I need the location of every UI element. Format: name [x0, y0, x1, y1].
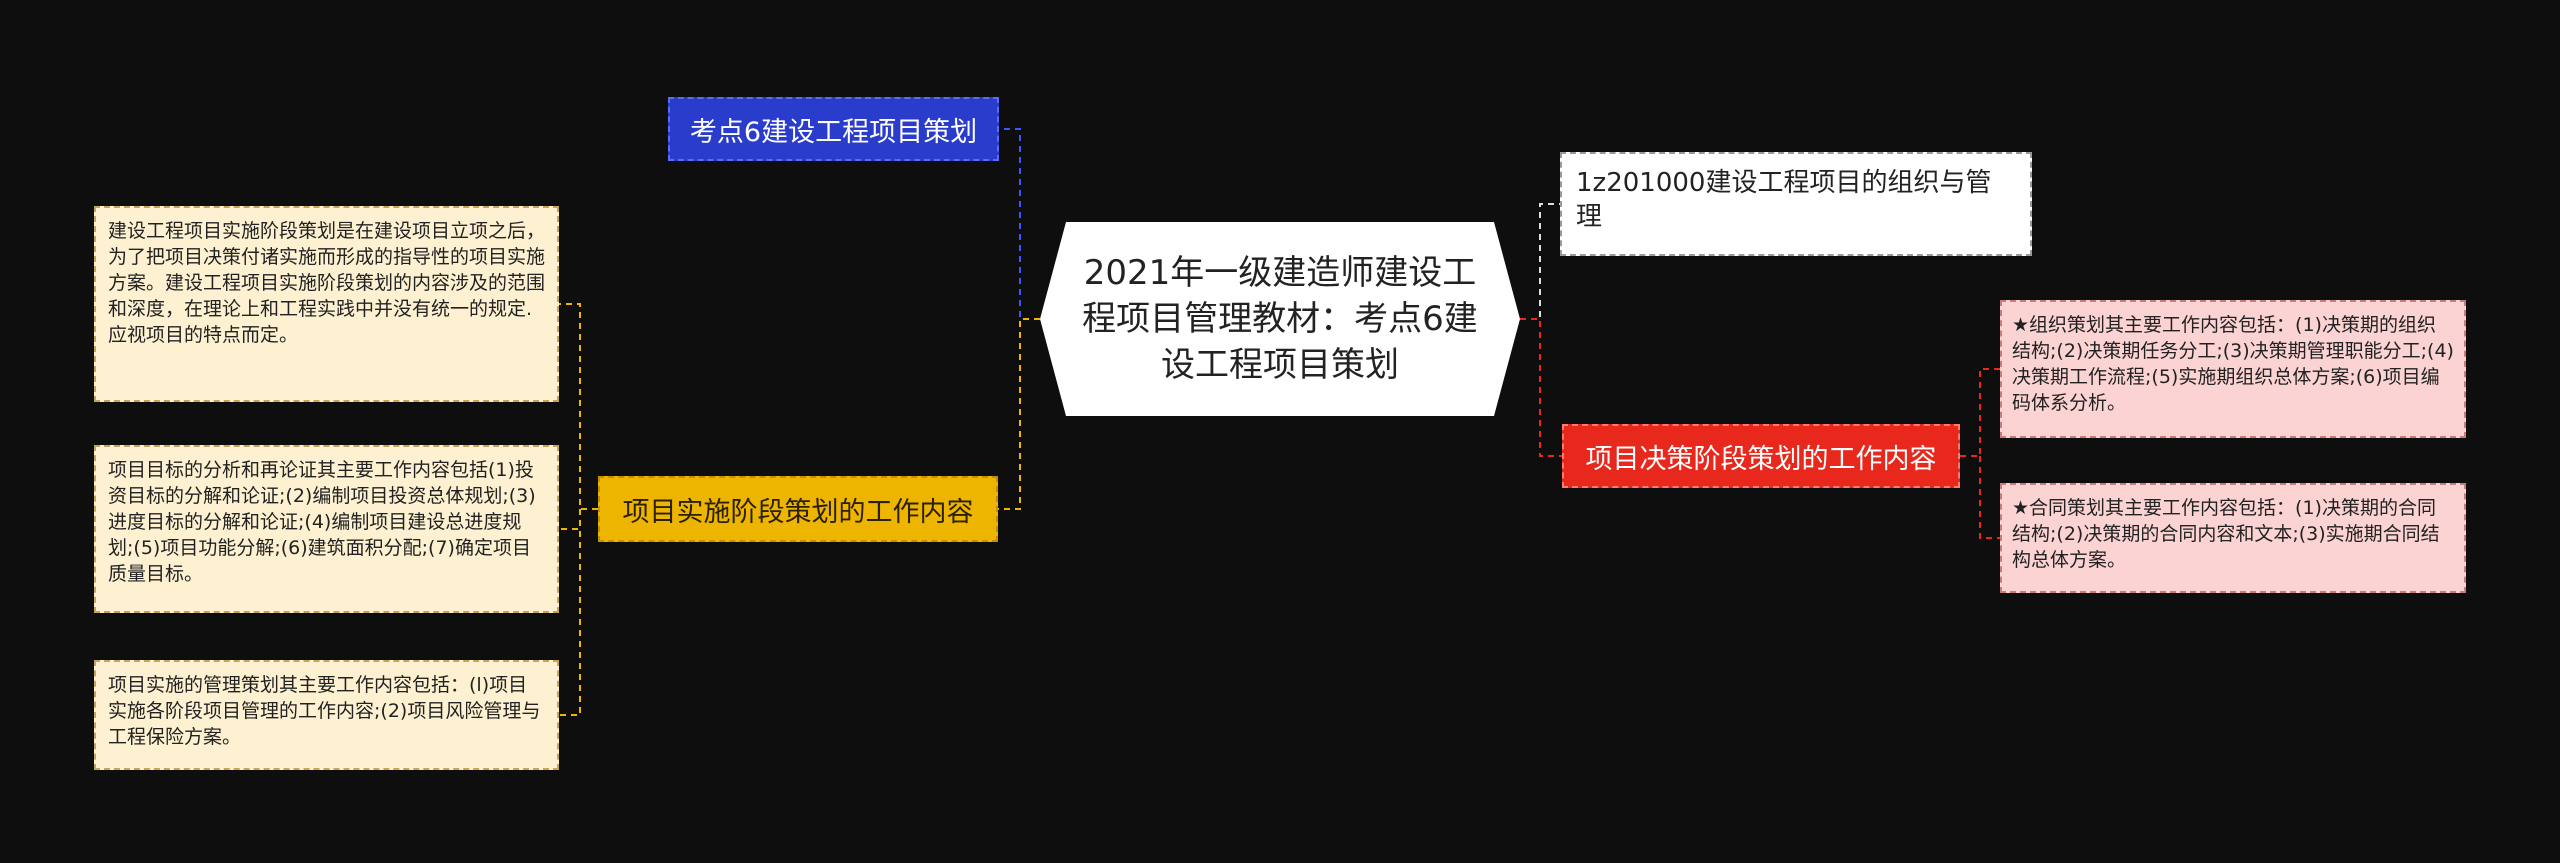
topic-decision[interactable]: 项目决策阶段策划的工作内容 [1562, 424, 1960, 488]
decision-note-2[interactable]: ★合同策划其主要工作内容包括：(1)决策期的合同结构;(2)决策期的合同内容和文… [2000, 483, 2466, 593]
topic-organization[interactable]: 1z201000建设工程项目的组织与管理 [1560, 152, 2032, 256]
central-topic-label: 2021年一级建造师建设工程项目管理教材：考点6建设工程项目策划 [1082, 253, 1478, 385]
topic-implementation-label: 项目实施阶段策划的工作内容 [622, 496, 974, 528]
decision-note-1[interactable]: ★组织策划其主要工作内容包括：(1)决策期的组织结构;(2)决策期任务分工;(3… [2000, 300, 2466, 438]
central-topic[interactable]: 2021年一级建造师建设工程项目管理教材：考点6建设工程项目策划 [1040, 222, 1520, 416]
topic-strategy-label: 考点6建设工程项目策划 [689, 116, 978, 148]
implementation-note-1[interactable]: 建设工程项目实施阶段策划是在建设项目立项之后，为了把项目决策付诸实施而形成的指导… [94, 206, 559, 402]
topic-organization-label: 1z201000建设工程项目的组织与管理 [1576, 168, 1992, 232]
connector-center-org [1520, 203, 1560, 320]
connector-center-impl [998, 318, 1040, 510]
implementation-note-3-text: 项目实施的管理策划其主要工作内容包括：(l)项目实施各阶段项目管理的工作内容;(… [108, 674, 541, 748]
implementation-note-2[interactable]: 项目目标的分析和再论证其主要工作内容包括(1)投资目标的分解和论证;(2)编制项… [94, 445, 559, 613]
topic-implementation[interactable]: 项目实施阶段策划的工作内容 [598, 476, 998, 542]
implementation-note-1-text: 建设工程项目实施阶段策划是在建设项目立项之后，为了把项目决策付诸实施而形成的指导… [108, 220, 546, 346]
implementation-note-3[interactable]: 项目实施的管理策划其主要工作内容包括：(l)项目实施各阶段项目管理的工作内容;(… [94, 660, 559, 770]
decision-note-1-text: ★组织策划其主要工作内容包括：(1)决策期的组织结构;(2)决策期任务分工;(3… [2012, 314, 2454, 414]
implementation-note-2-text: 项目目标的分析和再论证其主要工作内容包括(1)投资目标的分解和论证;(2)编制项… [108, 459, 536, 585]
decision-note-2-text: ★合同策划其主要工作内容包括：(1)决策期的合同结构;(2)决策期的合同内容和文… [2012, 497, 2440, 571]
topic-strategy[interactable]: 考点6建设工程项目策划 [668, 97, 999, 161]
connector-center-strategy [999, 128, 1040, 320]
topic-decision-label: 项目决策阶段策划的工作内容 [1585, 443, 1937, 475]
connector-impl-notes [559, 303, 598, 716]
connector-center-decision [1520, 318, 1562, 457]
connector-decision-notes [1960, 368, 2000, 539]
